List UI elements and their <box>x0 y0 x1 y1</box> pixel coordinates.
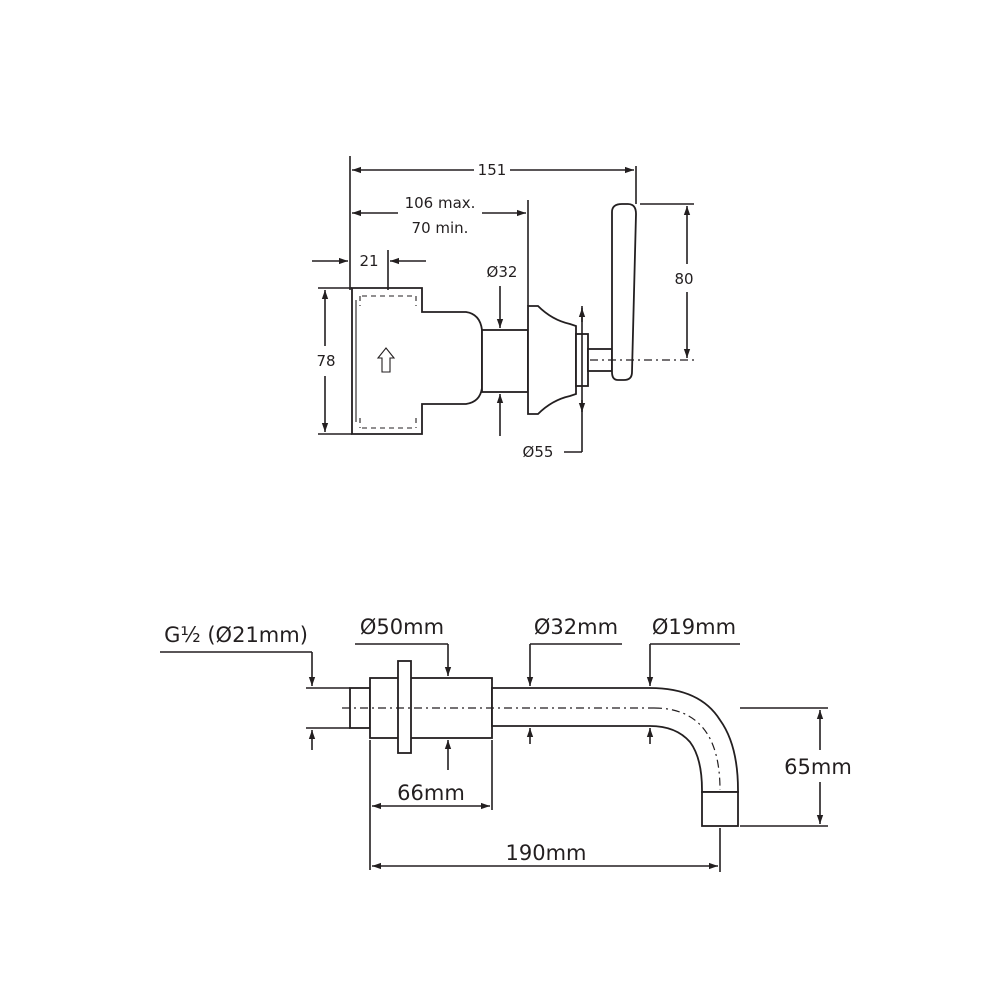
depth-min-label: 70 min. <box>412 219 469 237</box>
offset-label: 21 <box>359 252 378 270</box>
spindle-sleeve <box>481 329 529 393</box>
spindle-diameter-label: Ø32 <box>487 263 518 281</box>
outlet-diameter-label: Ø19mm <box>652 615 736 639</box>
body-length-label: 66mm <box>397 781 465 805</box>
thread-label: G½ (Ø21mm) <box>164 623 308 647</box>
overall-width-label: 151 <box>478 161 507 179</box>
flange-diameter-label: Ø50mm <box>360 615 444 639</box>
drop-label: 65mm <box>784 755 852 779</box>
rosette <box>527 305 577 415</box>
total-length-label: 190mm <box>506 841 587 865</box>
body-height-label: 78 <box>316 352 335 370</box>
flange <box>397 660 412 754</box>
depth-max-label: 106 max. <box>405 194 476 212</box>
rosette-diameter-label: Ø55 <box>523 443 554 461</box>
spout-tube <box>491 687 739 793</box>
valve-drawing: 151 106 max. 70 min. 21 78 80 Ø32 Ø5 <box>312 156 694 461</box>
valve-body <box>351 287 483 435</box>
tube-diameter-label: Ø32mm <box>534 615 618 639</box>
flow-arrow-icon <box>376 347 396 373</box>
lever-handle <box>611 203 637 381</box>
outlet-nozzle <box>701 791 739 827</box>
spout-drawing: G½ (Ø21mm) Ø50mm Ø32mm Ø19mm 65mm 66mm <box>160 615 852 872</box>
lever-height-label: 80 <box>674 270 693 288</box>
